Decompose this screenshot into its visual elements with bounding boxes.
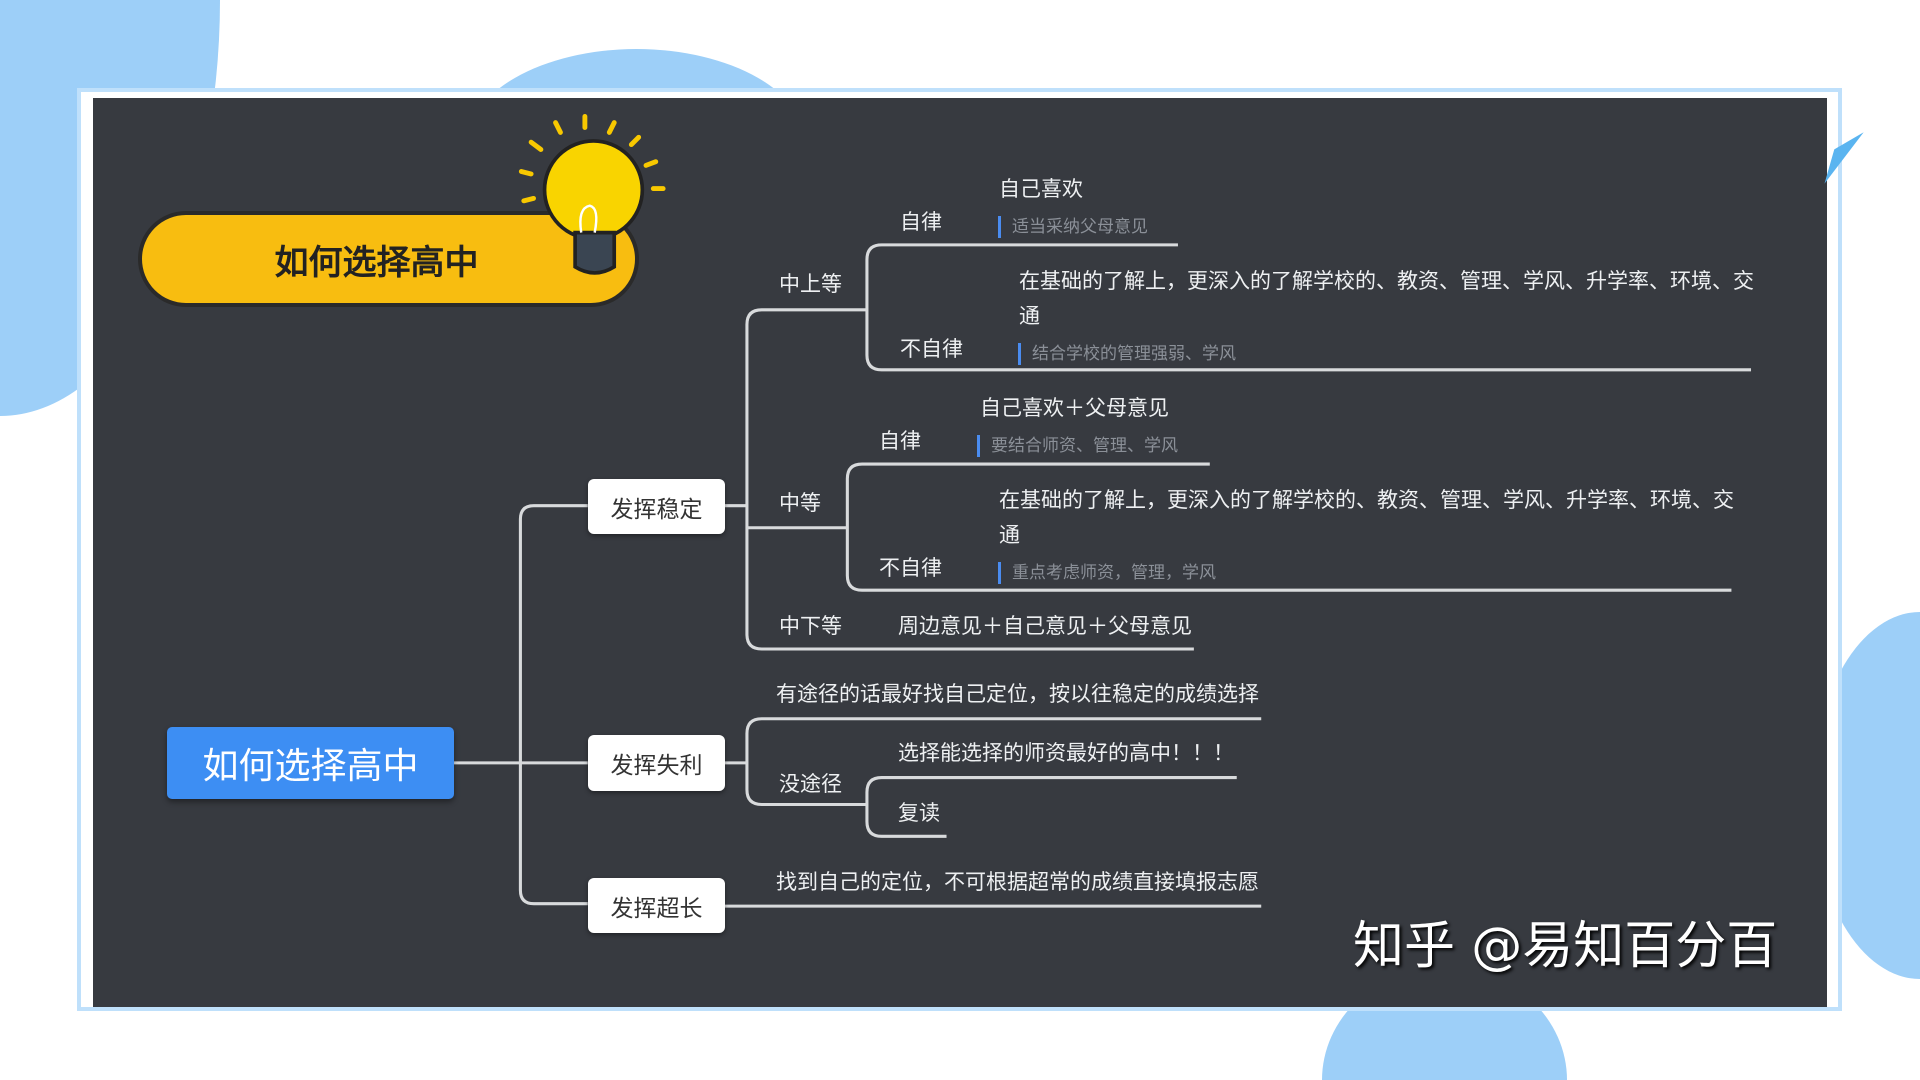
node-middle-self[interactable]: 自律 bbox=[879, 429, 921, 453]
node-upper-noself[interactable]: 不自律 bbox=[900, 337, 963, 361]
node-upper[interactable]: 中上等 bbox=[779, 272, 842, 296]
root-node[interactable]: 如何选择高中 bbox=[167, 727, 454, 799]
middle-noself-text-cont: 通 bbox=[999, 523, 1020, 547]
upper-noself-text-cont: 通 bbox=[1019, 304, 1040, 328]
middle-self-text: 自己喜欢＋父母意见 bbox=[980, 396, 1169, 420]
fail-text: 有途径的话最好找自己定位，按以往稳定的成绩选择 bbox=[776, 682, 1259, 706]
node-middle-noself[interactable]: 不自律 bbox=[879, 556, 942, 580]
node-middle[interactable]: 中等 bbox=[779, 491, 821, 515]
noway-option-2: 复读 bbox=[898, 801, 940, 825]
lower-text: 周边意见＋自己意见＋父母意见 bbox=[898, 614, 1192, 638]
upper-noself-text: 在基础的了解上，更深入的了解学校的、教资、管理、学风、升学率、环境、交 bbox=[1019, 269, 1754, 293]
upper-noself-note: 结合学校的管理强弱、学风 bbox=[1018, 343, 1236, 365]
middle-noself-note: 重点考虑师资，管理，学风 bbox=[998, 562, 1216, 584]
upper-self-text: 自己喜欢 bbox=[999, 177, 1083, 201]
middle-self-note: 要结合师资、管理、学风 bbox=[977, 435, 1178, 457]
watermark: 知乎 @易知百分百 bbox=[1353, 917, 1778, 976]
noway-option-1: 选择能选择的师资最好的高中！！！ bbox=[898, 741, 1234, 765]
node-fail[interactable]: 发挥失利 bbox=[588, 735, 725, 791]
over-text: 找到自己的定位，不可根据超常的成绩直接填报志愿 bbox=[776, 870, 1259, 894]
node-over[interactable]: 发挥超长 bbox=[588, 878, 725, 933]
node-lower[interactable]: 中下等 bbox=[779, 614, 842, 638]
upper-self-note: 适当采纳父母意见 bbox=[998, 216, 1148, 238]
title-banner: 如何选择高中 bbox=[138, 211, 639, 307]
root-label: 如何选择高中 bbox=[202, 746, 419, 787]
middle-noself-text: 在基础的了解上，更深入的了解学校的、教资、管理、学风、升学率、环境、交 bbox=[999, 488, 1734, 512]
node-upper-self[interactable]: 自律 bbox=[900, 210, 942, 234]
lightbulb-icon bbox=[518, 114, 666, 275]
node-noway[interactable]: 没途径 bbox=[779, 772, 842, 796]
banner-title: 如何选择高中 bbox=[274, 242, 479, 283]
node-stable[interactable]: 发挥稳定 bbox=[588, 479, 725, 534]
